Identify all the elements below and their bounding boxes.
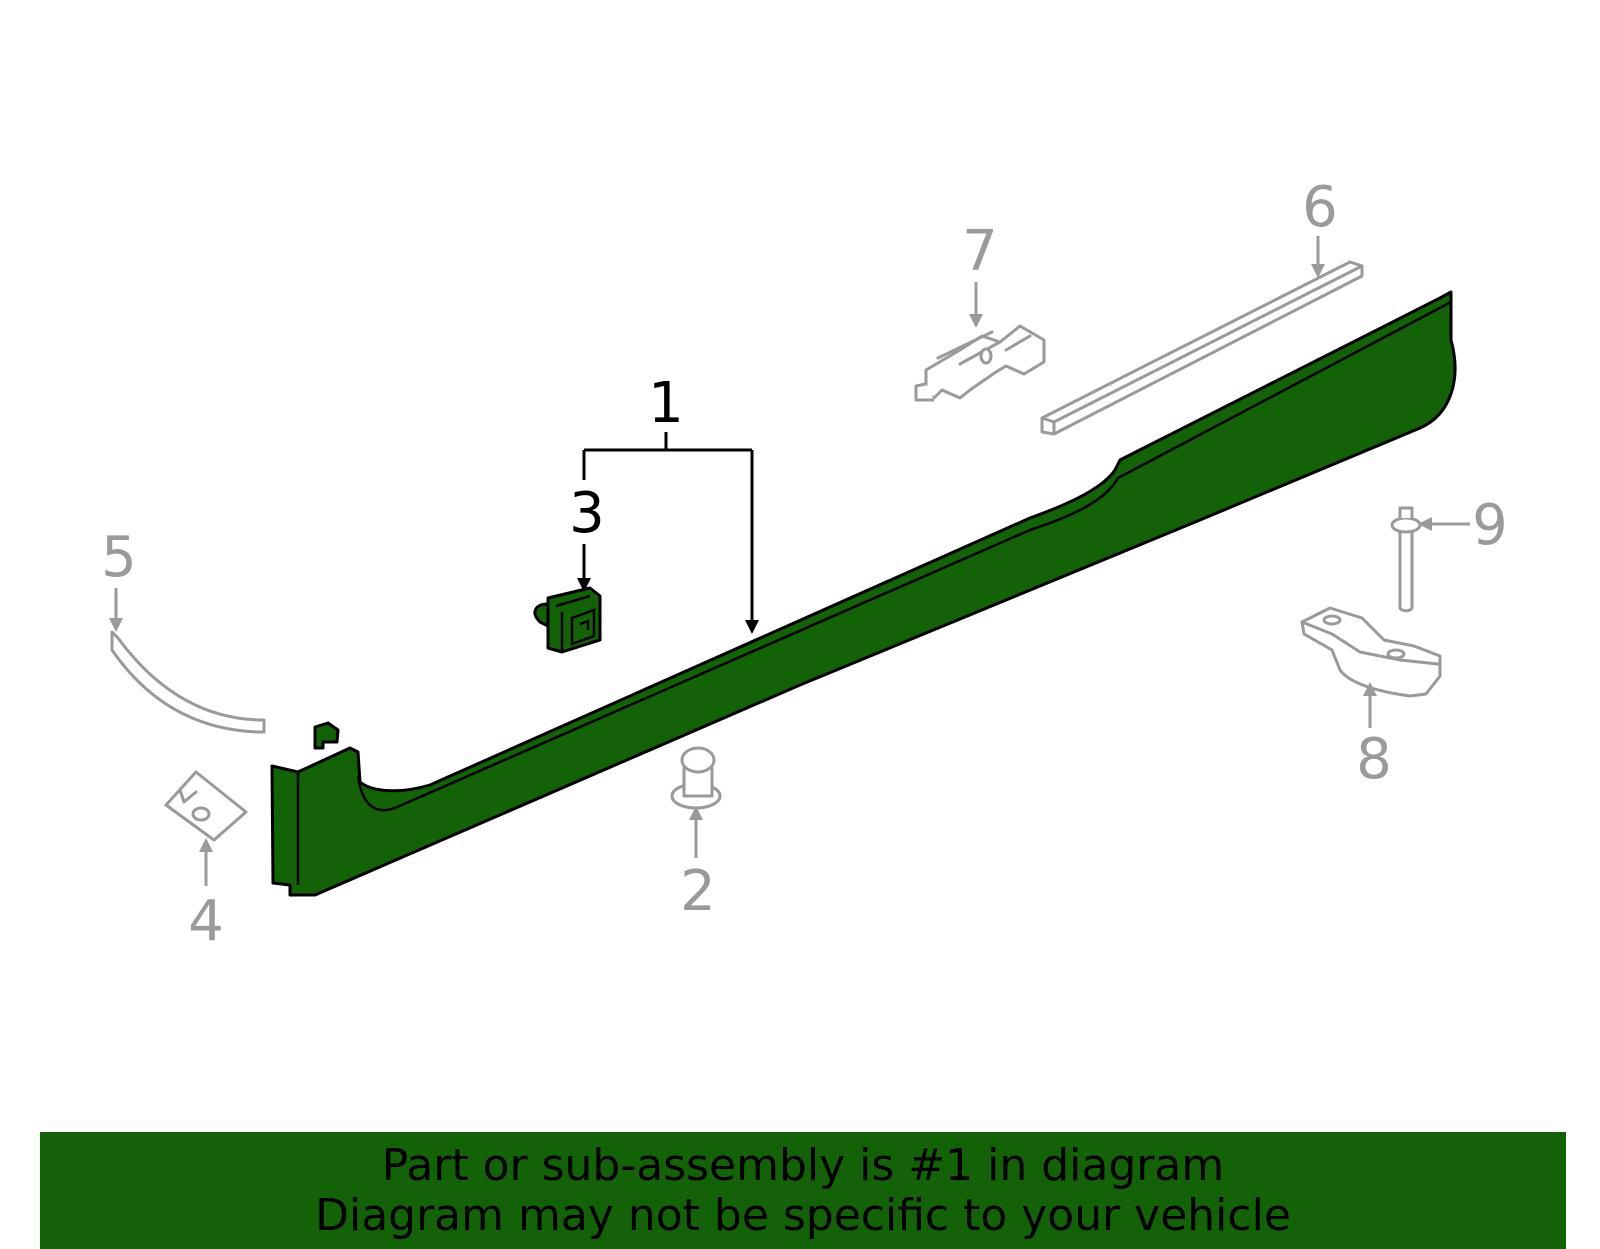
banner-line-2: Diagram may not be specific to your vehi… bbox=[315, 1189, 1291, 1241]
info-banner: Part or sub-assembly is #1 in diagram Di… bbox=[40, 1132, 1566, 1249]
part-2-push-pin bbox=[670, 746, 722, 810]
callout-3: 3 bbox=[569, 481, 605, 546]
callout-5: 5 bbox=[101, 525, 137, 590]
callout-1: 1 bbox=[648, 371, 684, 436]
leader-lines-active bbox=[577, 432, 759, 634]
banner-line-1: Part or sub-assembly is #1 in diagram bbox=[381, 1139, 1225, 1191]
part-1-rocker-molding[interactable] bbox=[270, 290, 1457, 897]
part-7-bracket bbox=[914, 324, 1046, 402]
part-8-bracket bbox=[1300, 606, 1442, 698]
callout-4: 4 bbox=[188, 889, 224, 954]
leader-lines-muted bbox=[109, 236, 1470, 886]
callout-2: 2 bbox=[680, 859, 716, 924]
part-4-clip-nut bbox=[164, 770, 248, 842]
callout-7: 7 bbox=[962, 219, 998, 284]
callout-9: 9 bbox=[1472, 493, 1508, 558]
part-9-bolt bbox=[1390, 506, 1422, 613]
part-3-clip[interactable] bbox=[533, 586, 602, 654]
part-6-molding-strip bbox=[1040, 260, 1364, 436]
callout-6: 6 bbox=[1302, 175, 1338, 240]
callout-8: 8 bbox=[1356, 727, 1392, 792]
part-5-arch-strip bbox=[110, 630, 266, 734]
arrow-3 bbox=[577, 578, 591, 592]
arrow-1 bbox=[745, 620, 759, 634]
